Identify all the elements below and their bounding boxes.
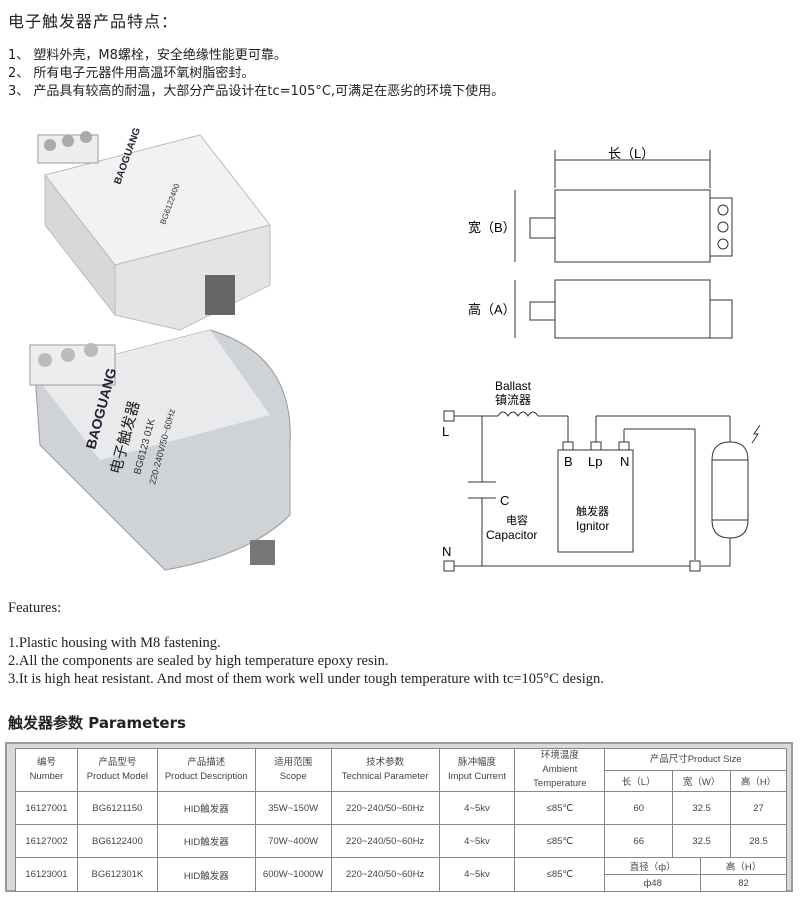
ballast-en: Ballast bbox=[495, 379, 532, 393]
pin-n: N bbox=[620, 454, 629, 469]
small-ignitor-photo: BAOGUANG BG6122400 bbox=[37, 126, 271, 331]
ballast-cn: 镇流器 bbox=[495, 393, 531, 407]
product-photos: BAOGUANG BG6122400 BAOGUANG 电子触发器 BG6123… bbox=[29, 126, 291, 571]
ignitor-en: Ignitor bbox=[576, 519, 609, 533]
heading-cn: 电子触发器产品特点： bbox=[8, 12, 179, 31]
width-label: 宽（B） bbox=[468, 220, 516, 235]
feature-en-3: 3.It is high heat resistant. And most of… bbox=[8, 671, 604, 687]
size-header: 产品尺寸Product Size bbox=[604, 747, 787, 772]
feature-cn-1: 1、 塑料外壳，M8螺栓，安全绝缘性能更可靠。 bbox=[8, 48, 287, 63]
circuit-diagram: Ballast 镇流器 L N C 电容 Capacitor B Lp N 触发… bbox=[442, 379, 761, 572]
features-en-title: Features: bbox=[8, 600, 62, 616]
feature-cn-3: 3、 产品具有较高的耐温，大部分产品设计在tc=105°C,可满足在恶劣的环境下… bbox=[8, 84, 505, 99]
pin-b: B bbox=[564, 454, 573, 469]
capacitor-cn: 电容 bbox=[506, 513, 528, 527]
feature-en-1: 1.Plastic housing with M8 fastening. bbox=[8, 635, 221, 651]
length-label: 长（L） bbox=[608, 146, 654, 161]
ignitor-cn: 触发器 bbox=[576, 504, 609, 518]
feature-cn-2: 2、 所有电子元器件用高温环氧树脂密封。 bbox=[8, 66, 255, 81]
dimension-diagram: 长（L） 宽（B） 高（A） bbox=[468, 146, 733, 339]
pin-lp: Lp bbox=[588, 454, 602, 469]
capacitor-en: Capacitor bbox=[486, 528, 537, 542]
large-ignitor-photo: BAOGUANG 电子触发器 BG6123 01K 220-240V/50~60… bbox=[29, 329, 291, 571]
c-label: C bbox=[500, 493, 509, 508]
height-label: 高（A） bbox=[468, 302, 516, 317]
parameters-title: 触发器参数 Parameters bbox=[8, 714, 186, 732]
n-label: N bbox=[442, 544, 451, 559]
feature-en-2: 2.All the components are sealed by high … bbox=[8, 653, 389, 669]
l-label: L bbox=[442, 424, 449, 439]
